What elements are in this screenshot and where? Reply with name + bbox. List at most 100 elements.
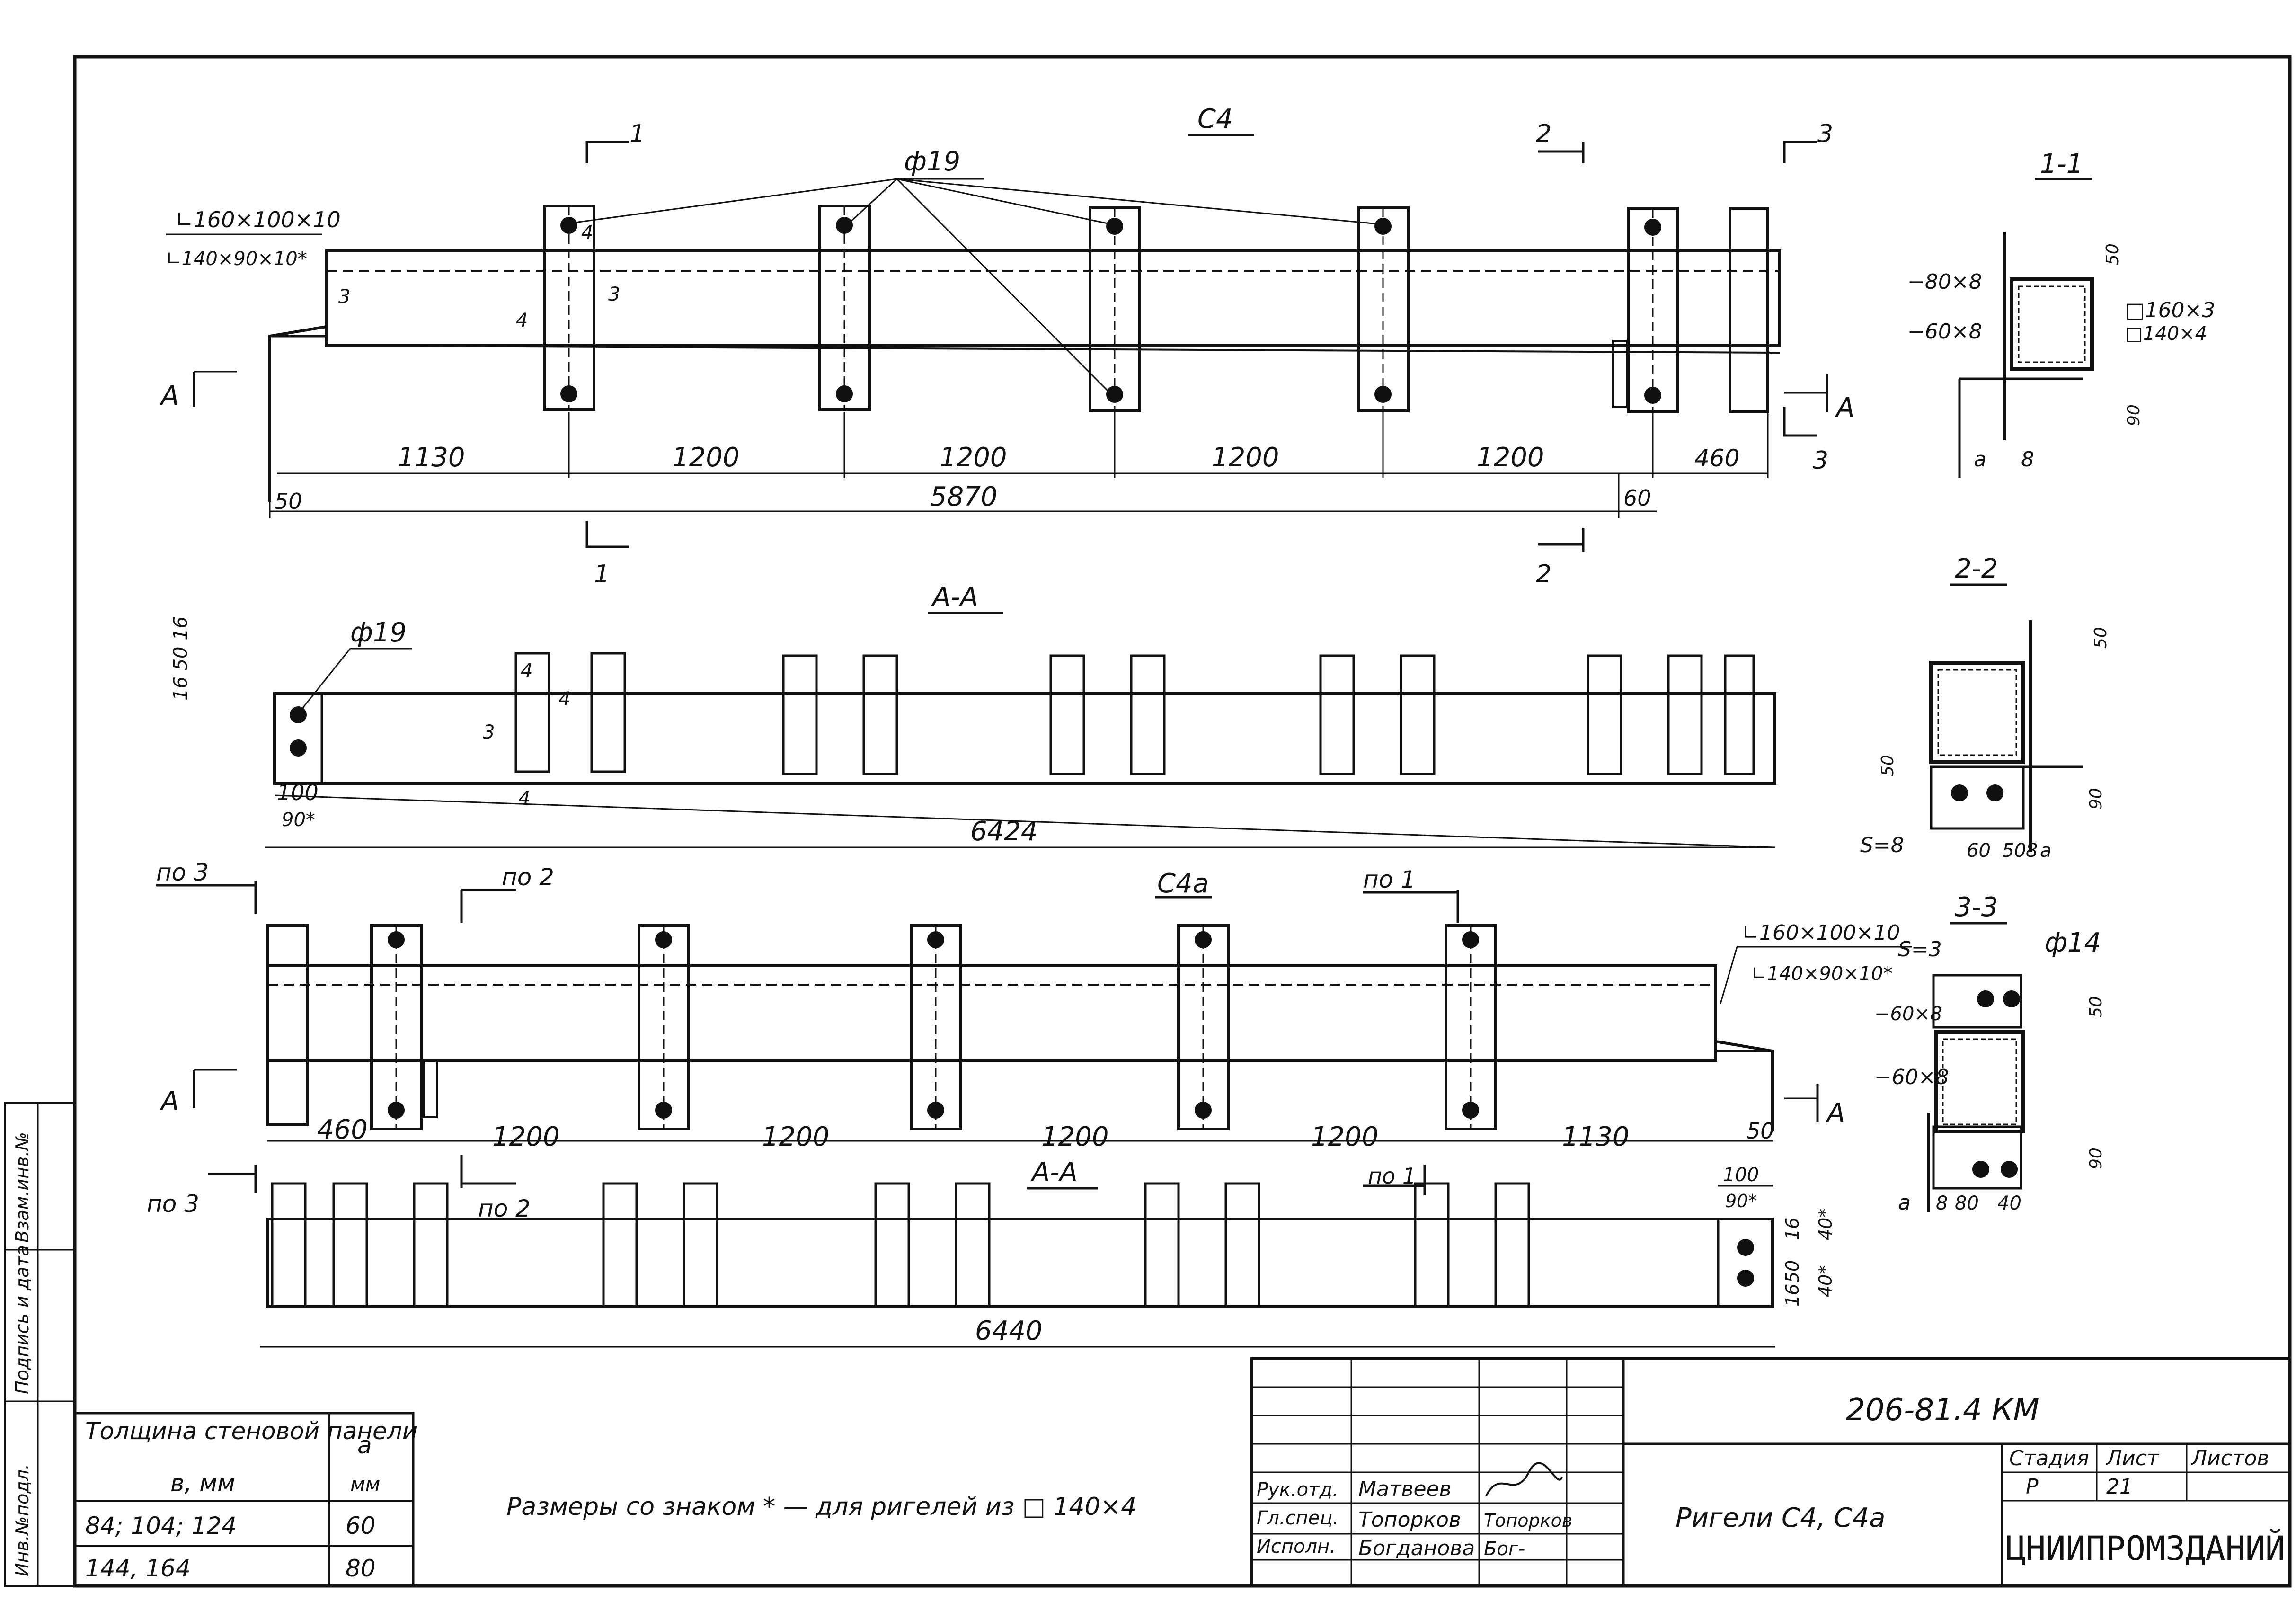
ref-label: по 3 — [147, 1190, 199, 1218]
view-c4: С4 ∟160×100×10 ∟140×90×10* — [160, 104, 1854, 588]
view-mark: А — [1835, 392, 1854, 423]
view-mark: А — [160, 381, 179, 411]
sec-label: □140×4 — [2125, 323, 2207, 345]
sec-label: −60×8 — [1874, 1065, 1949, 1089]
sec-label: S=8 — [1860, 833, 1904, 857]
plan-aa-title: А-А — [1030, 1157, 1078, 1188]
plan-dim: 6424 — [970, 816, 1038, 847]
section-mark: 1 — [594, 560, 610, 588]
stamp-header: Лист — [2105, 1446, 2160, 1470]
angle-label-main: ∟160×100×10 — [175, 207, 341, 232]
stamp-role: Исполн. — [1257, 1536, 1336, 1558]
view-c4a-title: С4а — [1157, 868, 1209, 899]
table-header: в, мм — [170, 1469, 235, 1497]
section-3-3: 3-3 S=3 ф14 −60×8 −60×8 50 90 а 8 80 40 — [1874, 892, 2106, 1215]
section-mark: 2 — [1536, 560, 1551, 588]
table-header: а — [357, 1432, 372, 1459]
sec-label: 50 — [1878, 755, 1897, 776]
weld-label: 4 — [516, 310, 528, 331]
sec-label: ф14 — [2045, 927, 2101, 958]
sec-label: 90 — [2124, 404, 2144, 426]
plan-aa-bottom: А-А 100 90* 16 50 16 40* 40* 6440 — [260, 1157, 1836, 1348]
dim-value: 50 — [275, 489, 302, 514]
dim-value: 1200 — [940, 442, 1007, 473]
plan-dim: 16 — [1782, 1284, 1803, 1307]
sec-label: 50 — [2086, 996, 2106, 1018]
plan-dim: 50 — [1782, 1260, 1803, 1283]
ref-label: по 2 — [502, 863, 554, 891]
weld-label: 4 — [521, 660, 532, 682]
sec-label: 50 — [2103, 243, 2122, 265]
view-mark: А — [1826, 1098, 1845, 1129]
plan-dim: 40* — [1815, 1265, 1836, 1297]
stamp-header: Стадия — [2009, 1446, 2089, 1470]
table-cell: 84; 104; 124 — [85, 1512, 237, 1540]
plates-c4a — [370, 924, 1497, 1130]
dim-value: 50 — [1746, 1118, 1774, 1144]
section-1-1: 1-1 −80×8 −60×8 □160×3 □140×4 50 90 а 8 — [1907, 149, 2215, 478]
sec-label: 8 — [2026, 840, 2038, 862]
sec-label: а — [1974, 447, 1986, 472]
panel-thickness-table: Толщина стеновой панели в, мм а мм 84; 1… — [73, 1412, 417, 1587]
view-mark: А — [160, 1086, 179, 1117]
weld-label: 4 — [558, 688, 570, 710]
plate-3 — [1089, 206, 1141, 412]
sec-label: −80×8 — [1907, 270, 1982, 294]
ref-label: по 3 — [156, 859, 209, 886]
dimension-note: Размеры со знаком * — для ригелей из □ 1… — [506, 1493, 1136, 1521]
signature-matveev — [1485, 1462, 1563, 1496]
plan-aa-title: А-А — [931, 582, 978, 613]
sec-label: S=3 — [1898, 937, 1942, 961]
sec-label: −60×8 — [1874, 1003, 1942, 1025]
document-code: 206-81.4 КМ — [1846, 1393, 2039, 1428]
sec-label: 8 — [2021, 447, 2034, 472]
stamp-name: Богданова — [1358, 1536, 1475, 1560]
sec-label: 50 — [2002, 840, 2026, 862]
side-strip-replace: Взам.инв.№ — [12, 1132, 33, 1243]
ref-label: по 1 — [1363, 866, 1416, 893]
sec-label: 8 — [1936, 1193, 1948, 1214]
plan-dim: 6440 — [975, 1316, 1043, 1346]
section-title: 2-2 — [1955, 553, 1998, 584]
angle-label-alt: ∟140×90×10* — [166, 248, 307, 270]
dim-value: 60 — [1623, 485, 1651, 511]
section-2-2: 2-2 50 50 90 S=8 60 50 8 а — [1860, 553, 2110, 862]
end-plate-c4a — [266, 924, 309, 1126]
angle-label-alt: ∟140×90×10* — [1751, 963, 1893, 985]
dim-value: 1200 — [492, 1122, 560, 1152]
plan-aa-top: А-А ф19 16 50 16 100 90* 6424 4 4 3 4 — [170, 582, 1776, 848]
ref-label: по 1 — [1368, 1163, 1416, 1189]
section-mark: 2 — [1536, 120, 1551, 148]
side-strip-sign: Подпись и дата — [12, 1245, 33, 1394]
sec-label: 40 — [1997, 1193, 2021, 1214]
section-mark: 3 — [1813, 446, 1828, 475]
stamp-role: Рук.отд. — [1257, 1479, 1339, 1501]
plan-stiffeners-top — [514, 652, 1755, 775]
plate-5 — [1627, 207, 1679, 413]
ref-markers — [156, 881, 1459, 1195]
table-cell: 80 — [346, 1555, 376, 1582]
angle-label-main: ∟160×100×10 — [1742, 921, 1900, 945]
dim-value: 460 — [317, 1114, 368, 1145]
side-strip-inv: Инв.№подл. — [12, 1464, 33, 1576]
dim-value: 1200 — [1041, 1122, 1109, 1152]
stamp-sheet: 21 — [2106, 1475, 2133, 1499]
section-title: 1-1 — [2040, 149, 2083, 179]
table-cell: 60 — [346, 1512, 376, 1540]
table-header: мм — [350, 1473, 380, 1496]
dim-value: 1200 — [1311, 1122, 1379, 1152]
table-cell: 144, 164 — [85, 1555, 191, 1582]
weld-label: 3 — [608, 284, 620, 305]
dim-value: 1200 — [1212, 442, 1279, 473]
weld-label: 3 — [338, 286, 350, 308]
sec-label: 80 — [1955, 1193, 1979, 1214]
stamp-header: Листов — [2190, 1446, 2269, 1470]
dim-lines-c4 — [269, 412, 1769, 518]
sec-label: 50 — [2091, 627, 2110, 649]
organization: ЦНИИПРОМЗДАНИЙ — [2006, 1529, 2285, 1568]
hole-label: ф19 — [904, 146, 960, 177]
dim-value: 5870 — [930, 481, 998, 512]
plate-1 — [543, 205, 595, 411]
weld-label: 3 — [483, 721, 495, 743]
